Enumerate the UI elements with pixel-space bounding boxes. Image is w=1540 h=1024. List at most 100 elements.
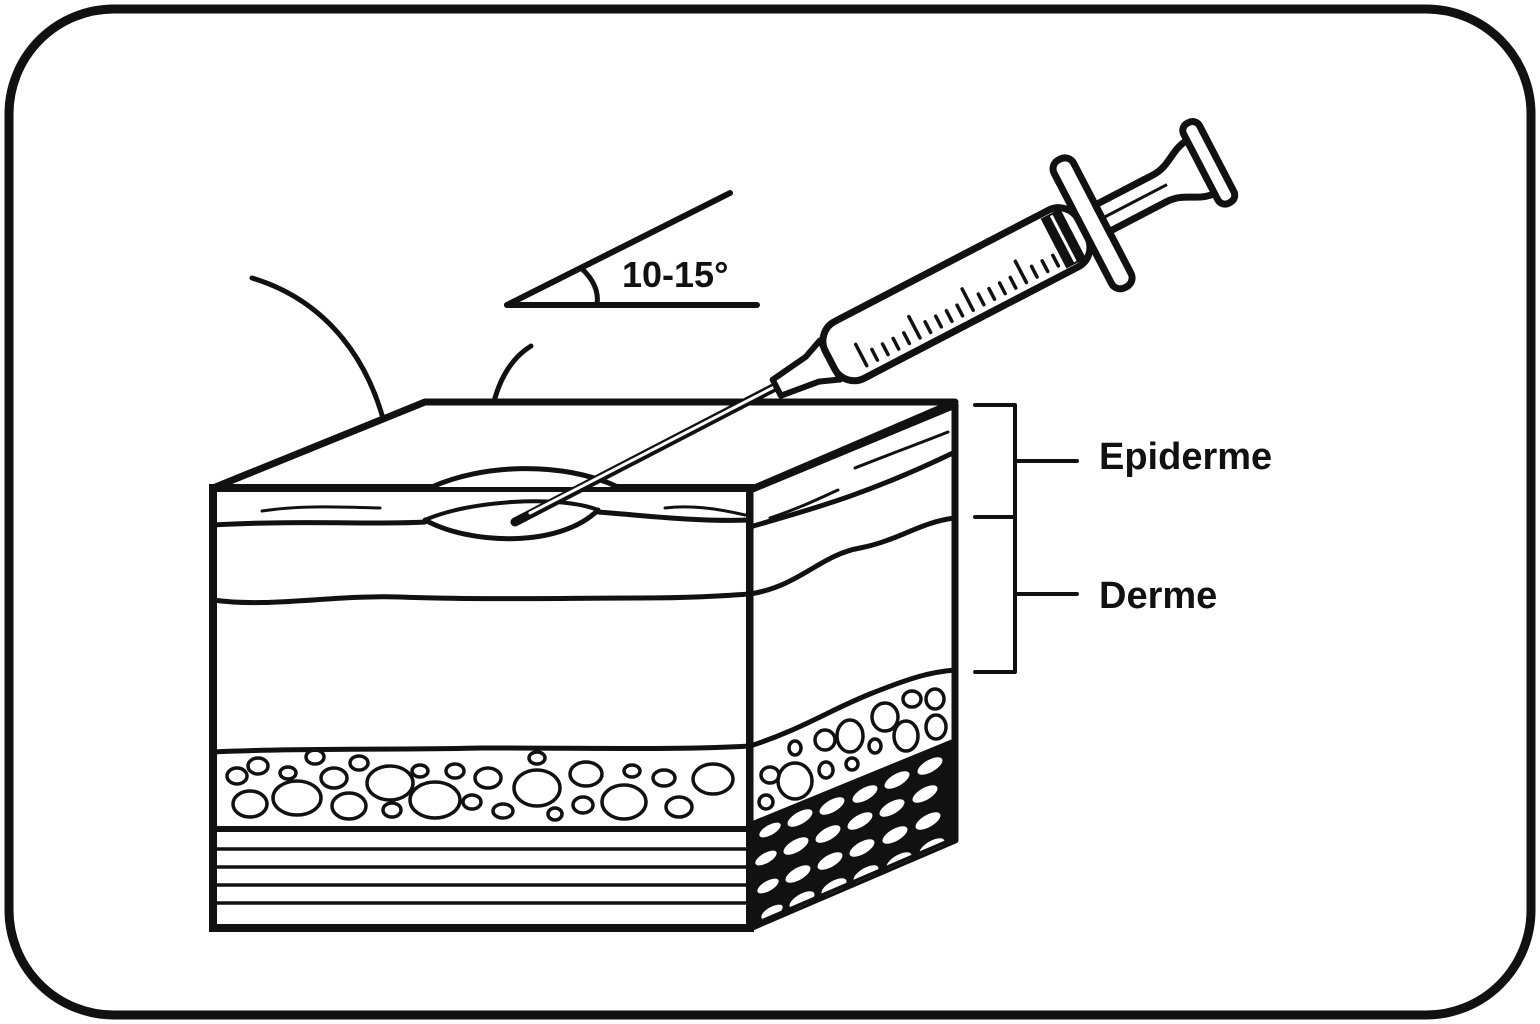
graduation-mark bbox=[944, 308, 954, 324]
plunger-rod-rib bbox=[1101, 183, 1168, 220]
fat-cell bbox=[787, 739, 803, 757]
fat-cell bbox=[892, 719, 920, 753]
muscle-fiber bbox=[755, 850, 777, 866]
graduation-mark bbox=[907, 314, 922, 340]
epidermis-accent-left bbox=[260, 505, 382, 513]
epidermis-label: Epiderme bbox=[1099, 436, 1272, 478]
fat-cell bbox=[330, 791, 368, 821]
fat-cell bbox=[901, 689, 923, 709]
side-fascia-band bbox=[750, 738, 955, 928]
graduation-mark bbox=[853, 342, 869, 368]
angle-arc bbox=[578, 265, 600, 308]
muscle-fiber bbox=[787, 809, 813, 827]
dermis-label: Derme bbox=[1099, 575, 1217, 617]
bleb-bottom bbox=[422, 507, 601, 542]
graduation-mark bbox=[997, 281, 1007, 296]
fat-cell bbox=[381, 801, 403, 819]
fat-layer-side bbox=[757, 687, 948, 811]
side-muscle-fibers bbox=[755, 757, 945, 920]
fat-cell bbox=[278, 765, 298, 781]
muscle-fiber bbox=[912, 785, 938, 803]
graduation-mark bbox=[960, 287, 975, 313]
fat-cell bbox=[568, 760, 604, 788]
fat-cell bbox=[473, 766, 503, 790]
fat-cell bbox=[461, 793, 483, 811]
angle-label: 10-15° bbox=[622, 254, 728, 295]
fat-cell bbox=[600, 783, 648, 821]
muscle-fiber bbox=[789, 891, 815, 909]
fat-cell bbox=[491, 802, 515, 820]
graduation-mark bbox=[933, 314, 944, 329]
muscle-fiber bbox=[783, 837, 809, 855]
graduation-mark bbox=[1013, 259, 1029, 285]
fat-cell bbox=[571, 795, 595, 815]
fat-cell bbox=[348, 754, 370, 772]
fat-cell bbox=[365, 764, 415, 802]
epidermis-line bbox=[210, 509, 753, 528]
graduation-mark bbox=[891, 336, 901, 351]
fat-cell bbox=[651, 768, 677, 788]
graduation-mark bbox=[1051, 253, 1061, 268]
fat-cell bbox=[870, 701, 900, 733]
fat-cell bbox=[664, 795, 694, 819]
syringe-graduations bbox=[853, 253, 1061, 368]
graduation-mark bbox=[902, 331, 912, 346]
muscle-fiber bbox=[915, 812, 941, 830]
fat-cell bbox=[304, 748, 326, 766]
angle-indicator: 10-15° bbox=[504, 190, 760, 308]
fat-cell bbox=[527, 750, 547, 766]
side-face-outline bbox=[750, 405, 955, 928]
fat-cell bbox=[410, 763, 430, 779]
fat-cell bbox=[924, 687, 946, 711]
fat-cell bbox=[757, 793, 775, 811]
muscle-fiber bbox=[761, 904, 783, 920]
fat-cell bbox=[817, 760, 835, 780]
fat-layer-front bbox=[225, 748, 735, 822]
plunger-thumb-press bbox=[1179, 118, 1239, 208]
fat-cell bbox=[225, 766, 249, 786]
side-dermis-line bbox=[750, 515, 955, 597]
layer-brackets: Epiderme Derme bbox=[973, 403, 1272, 674]
fat-cell bbox=[546, 806, 564, 822]
bleb-inner bbox=[423, 499, 600, 522]
muscle-fiber bbox=[817, 852, 843, 870]
fat-cell bbox=[319, 766, 349, 790]
graduation-mark bbox=[976, 292, 986, 307]
muscle-fiber bbox=[917, 757, 943, 775]
graduation-mark bbox=[987, 286, 997, 301]
needle bbox=[510, 365, 813, 527]
muscle-fiber bbox=[852, 785, 878, 803]
angle-line-upper bbox=[504, 190, 733, 308]
bracket-dermis bbox=[973, 515, 1017, 674]
side-accent-1 bbox=[853, 430, 950, 470]
hypodermis-line bbox=[210, 743, 753, 755]
muscle-fiber bbox=[785, 865, 811, 883]
muscle-fiber bbox=[884, 771, 910, 789]
muscle-fiber bbox=[879, 799, 905, 817]
front-face bbox=[209, 484, 754, 932]
fat-cell bbox=[813, 728, 837, 752]
graduation-mark bbox=[880, 342, 890, 357]
fat-cell bbox=[844, 756, 860, 772]
graduation-mark bbox=[923, 320, 933, 335]
graduation-mark bbox=[1029, 264, 1039, 279]
muscle-fiber bbox=[849, 839, 875, 857]
graduation-mark bbox=[955, 303, 965, 318]
muscle-fiber bbox=[847, 812, 873, 830]
fat-cell bbox=[444, 762, 466, 780]
skin-block bbox=[209, 398, 959, 932]
fat-cell bbox=[408, 780, 462, 820]
fat-cell bbox=[622, 763, 642, 779]
fat-cell bbox=[835, 718, 865, 754]
plunger-stopper-groove bbox=[1049, 214, 1077, 263]
fat-cell bbox=[691, 762, 735, 796]
muscle-fiber bbox=[882, 826, 908, 844]
fat-cell bbox=[776, 761, 814, 801]
fat-cell bbox=[512, 768, 562, 808]
side-accent-2 bbox=[768, 488, 840, 520]
side-epidermis-line bbox=[750, 449, 955, 530]
side-hypodermis-line bbox=[750, 667, 955, 749]
syringe bbox=[769, 118, 1239, 399]
muscle-fiber bbox=[819, 797, 845, 815]
